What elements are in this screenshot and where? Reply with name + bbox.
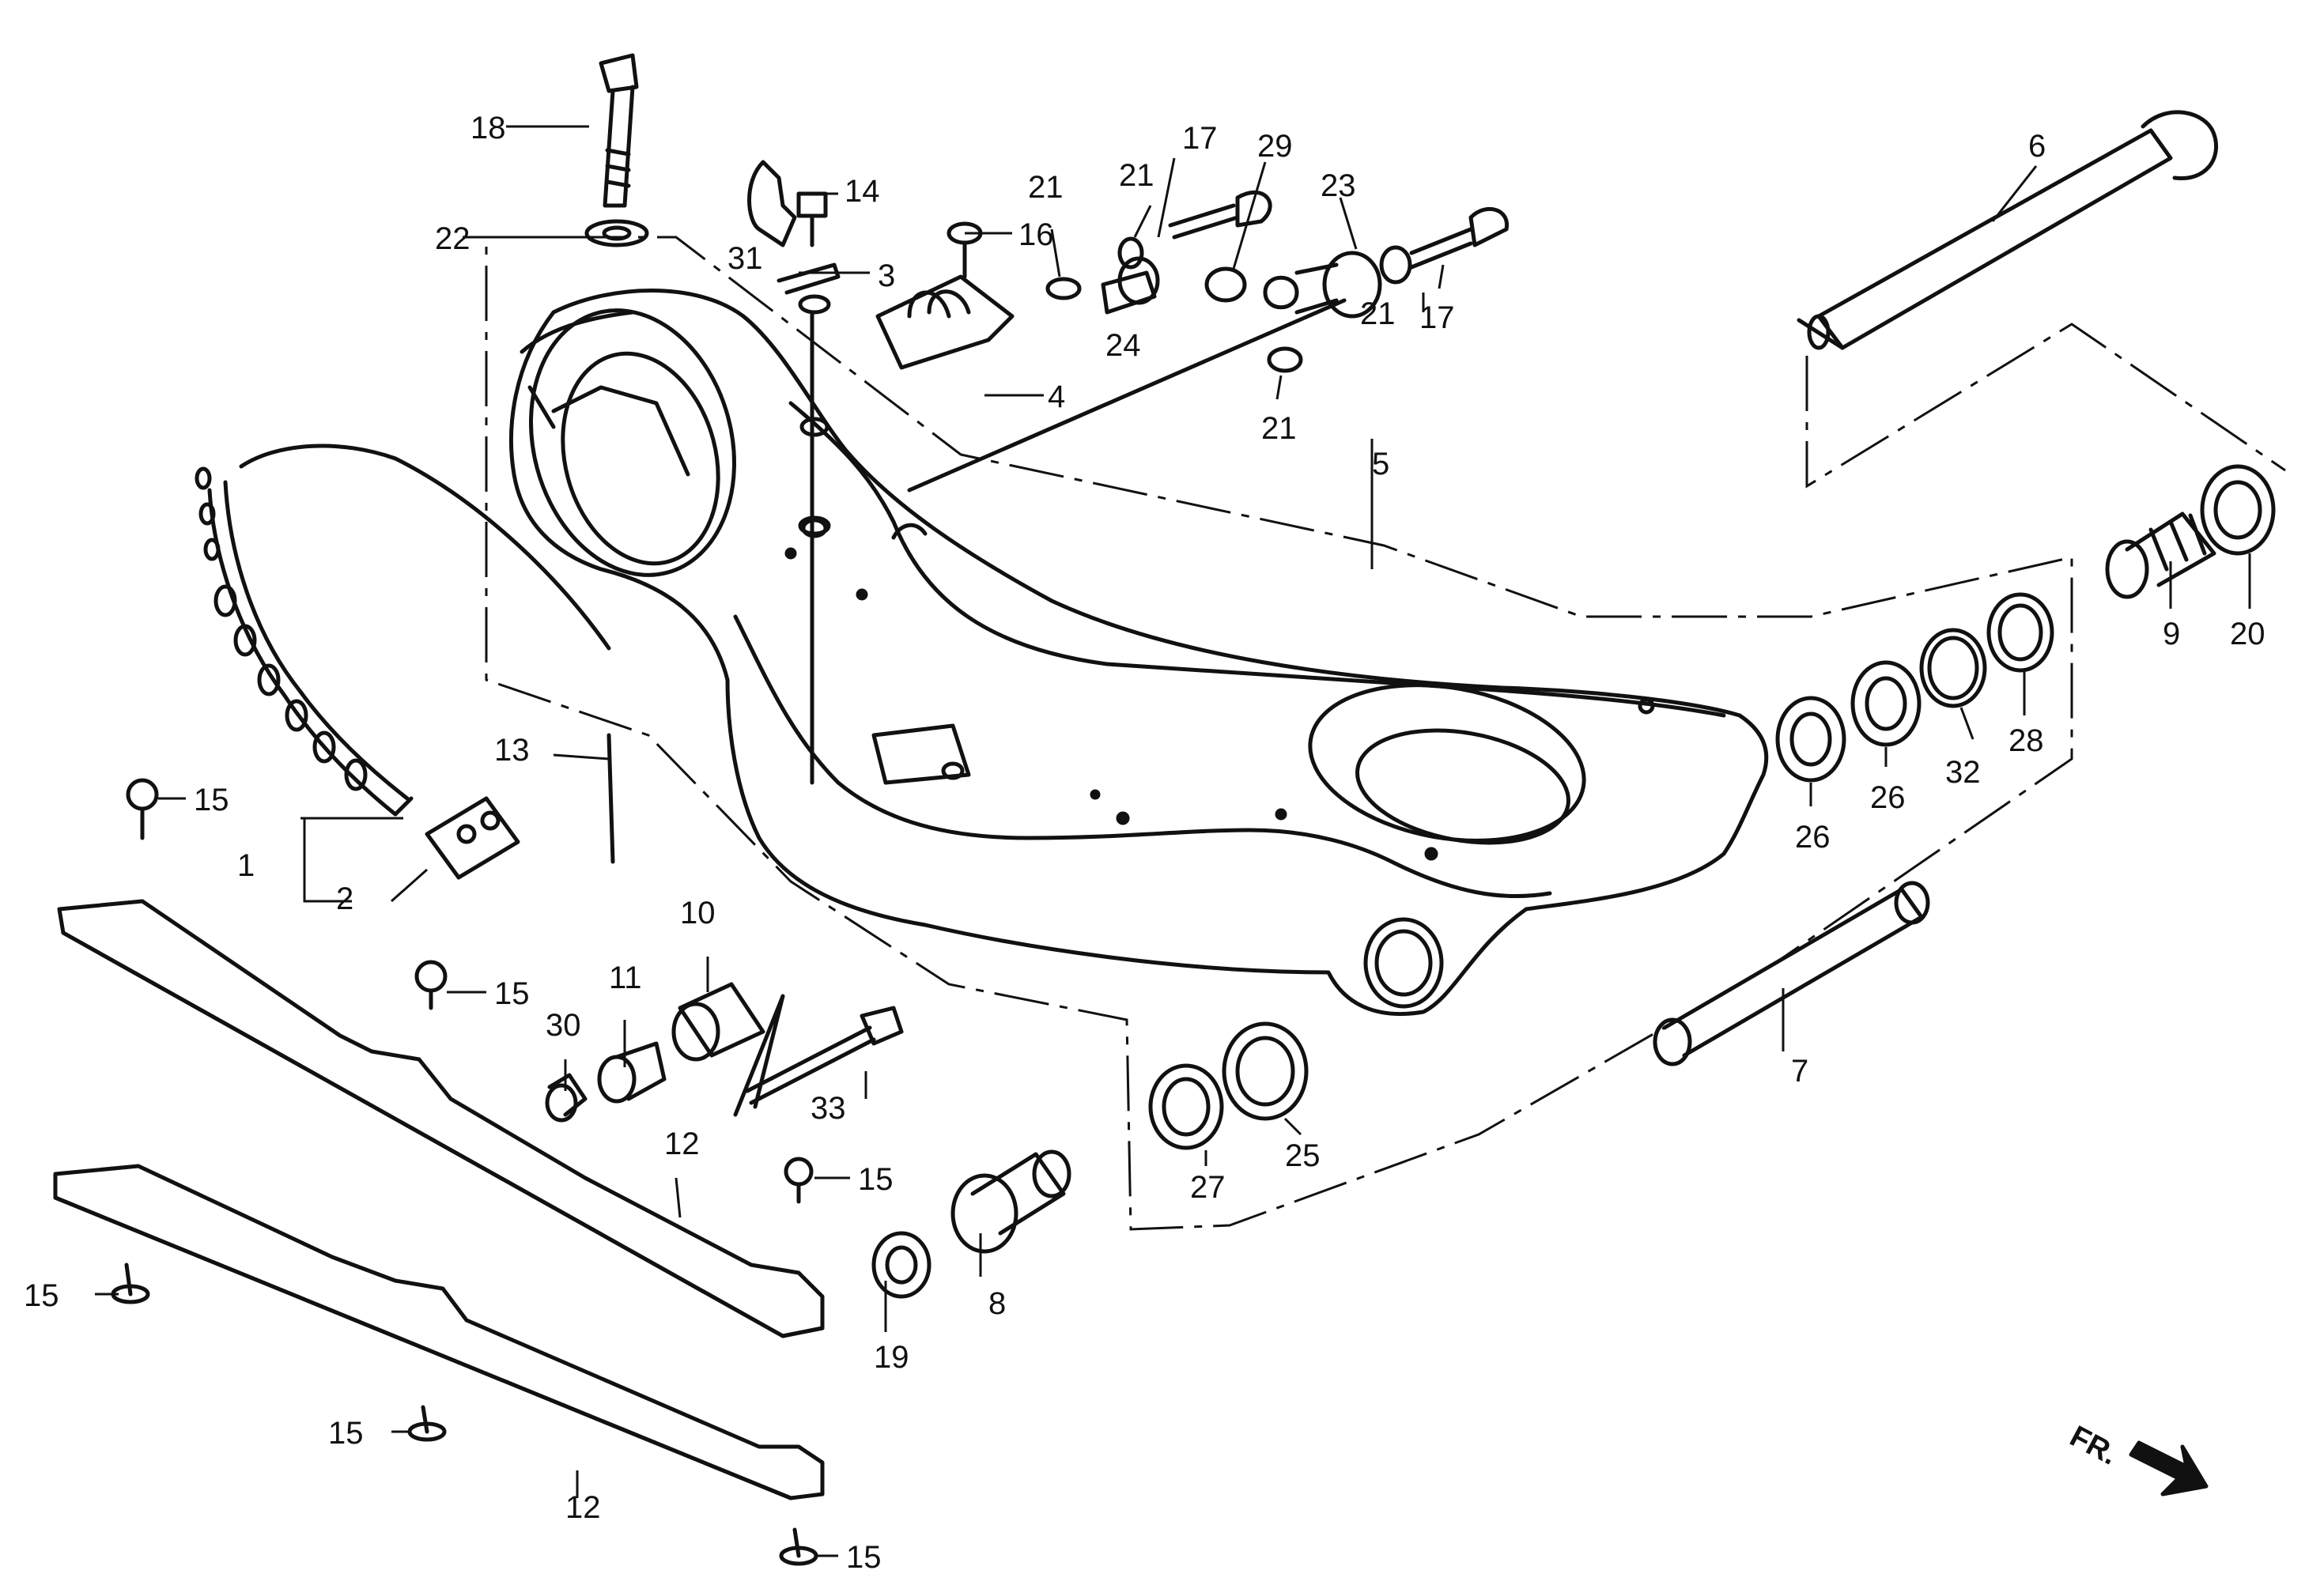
front-direction-label: FR. xyxy=(2065,1420,2123,1472)
pivot-adjuster xyxy=(2105,464,2276,599)
pivot-shaft xyxy=(1797,110,2219,350)
chain-slider-upper xyxy=(57,899,825,1338)
callout-15d: 15 xyxy=(24,1278,59,1313)
rear-bushings xyxy=(545,982,904,1123)
dashline-pivot-shaft xyxy=(1805,323,2286,489)
collar-and-nut xyxy=(871,1149,1071,1299)
callout-29: 29 xyxy=(1257,129,1293,164)
callout-10: 10 xyxy=(680,896,716,930)
callout-17b: 17 xyxy=(1419,300,1455,335)
callout-3: 3 xyxy=(878,259,895,293)
callout-7: 7 xyxy=(1791,1054,1808,1089)
callout-32: 32 xyxy=(1945,755,1981,790)
chain-guard-clip xyxy=(607,733,615,864)
callout-20: 20 xyxy=(2230,617,2265,651)
needle-bearing xyxy=(1148,1021,1309,1150)
callout-30: 30 xyxy=(546,1008,581,1043)
callout-2: 2 xyxy=(336,881,353,916)
callout-16: 16 xyxy=(1018,217,1054,252)
callout-28: 28 xyxy=(2008,723,2044,758)
callout-24: 24 xyxy=(1105,328,1141,363)
callout-15b: 15 xyxy=(494,976,530,1011)
callout-19: 19 xyxy=(874,1340,909,1375)
callout-15c: 15 xyxy=(858,1162,894,1197)
callout-26a: 26 xyxy=(1795,820,1831,855)
callout-9: 9 xyxy=(2163,617,2180,651)
chain-slider-lower xyxy=(53,1164,825,1500)
callout-13: 13 xyxy=(494,733,530,768)
dashline-swingarm-top xyxy=(485,236,2073,1231)
callout-15f: 15 xyxy=(846,1540,882,1575)
callout-11: 11 xyxy=(609,961,642,995)
callout-21a: 21 xyxy=(1028,170,1064,205)
suspension-link xyxy=(907,191,1509,493)
callout-4: 4 xyxy=(1048,379,1065,414)
callout-26b: 26 xyxy=(1870,780,1906,815)
callout-21d: 21 xyxy=(1261,411,1297,446)
callout-31: 31 xyxy=(727,241,763,276)
hose-clamp-assembly xyxy=(747,160,1015,785)
callout-21b: 21 xyxy=(1119,158,1154,193)
callout-1: 1 xyxy=(237,848,255,883)
callout-14: 14 xyxy=(845,174,880,209)
callout-27: 27 xyxy=(1190,1170,1226,1205)
callout-15a: 15 xyxy=(194,783,229,817)
callout-15e: 15 xyxy=(328,1416,364,1451)
swingarm xyxy=(509,289,1769,1017)
callout-23: 23 xyxy=(1321,168,1356,203)
pivot-collar xyxy=(1653,881,1930,1066)
master-link xyxy=(425,796,520,880)
callout-5: 5 xyxy=(1372,447,1389,481)
callout-21c: 21 xyxy=(1360,296,1396,331)
damper-bolt xyxy=(584,53,649,247)
callout-8: 8 xyxy=(988,1286,1006,1321)
drive-chain xyxy=(195,443,611,817)
front-direction-arrow-icon xyxy=(2129,1440,2209,1497)
callout-18: 18 xyxy=(470,111,506,145)
callout-33: 33 xyxy=(811,1091,846,1126)
callout-22: 22 xyxy=(435,221,470,256)
callout-12b: 12 xyxy=(565,1490,601,1525)
callout-17a: 17 xyxy=(1182,121,1218,156)
pivot-bearings xyxy=(1775,592,2054,783)
callout-12a: 12 xyxy=(664,1127,700,1161)
callout-6: 6 xyxy=(2028,129,2046,164)
callout-25: 25 xyxy=(1285,1138,1321,1173)
